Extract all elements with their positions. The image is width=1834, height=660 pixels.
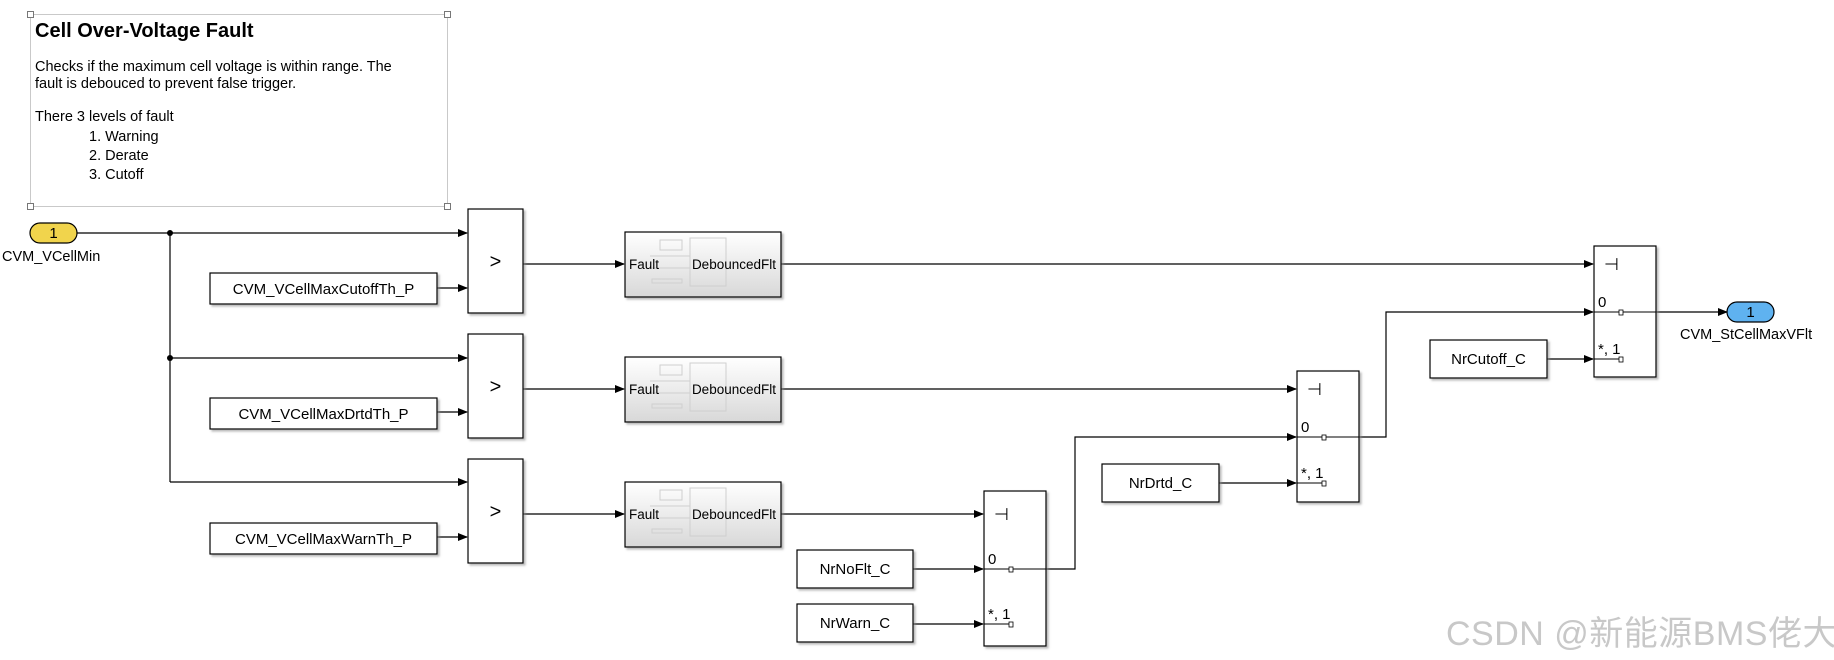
switch-control-glyph: ⊣ <box>994 505 1009 524</box>
watermark: CSDN @新能源BMS佬大 <box>1446 615 1834 653</box>
constant-nr-noflt-label: NrNoFlt_C <box>820 561 891 578</box>
annotation-description-line-2: fault is debouced to prevent false trigg… <box>35 76 297 92</box>
constant-nr-warn-label: NrWarn_C <box>820 615 890 632</box>
debounce-subsystem-derate[interactable]: Fault DebouncedFlt <box>624 356 782 423</box>
switch-true-port: *, 1 <box>1301 465 1324 482</box>
switch-control-glyph: ⊣ <box>1604 255 1619 274</box>
resize-handle-top-right[interactable] <box>444 11 451 18</box>
debounce-output-label: DebouncedFlt <box>692 507 776 522</box>
constant-cutoff-threshold[interactable]: CVM_VCellMaxCutoffTh_P <box>209 272 438 305</box>
debounce-subsystem-cutoff[interactable]: Fault DebouncedFlt <box>624 231 782 298</box>
subsystem-thumbnail-icon <box>650 237 727 287</box>
resize-handle-top-left[interactable] <box>27 11 34 18</box>
switch-warn[interactable]: ⊣ 0 *, 1 <box>983 490 1047 647</box>
switch-true-port: *, 1 <box>1598 341 1621 358</box>
relational-operator-derate[interactable]: > <box>467 333 524 439</box>
debounce-input-label: Fault <box>629 382 659 397</box>
annotation-description: Checks if the maximum cell voltage is wi… <box>35 59 445 93</box>
signal-sw-warn-to-sw-drtd <box>1046 433 1297 570</box>
constant-warn-threshold[interactable]: CVM_VCellMaxWarnTh_P <box>209 522 438 555</box>
inport-shape <box>29 222 78 244</box>
switch-derate[interactable]: ⊣ 0 *, 1 <box>1296 370 1360 503</box>
constant-nr-cutoff-label: NrCutoff_C <box>1451 351 1526 368</box>
switch-false-port: 0 <box>1301 419 1309 436</box>
relational-operator-symbol: > <box>490 501 502 523</box>
outport-number: 1 <box>1746 304 1754 321</box>
constant-nr-drtd[interactable]: NrDrtd_C <box>1101 463 1220 503</box>
debounce-output-label: DebouncedFlt <box>692 257 776 272</box>
relational-operator-symbol: > <box>490 251 502 273</box>
constant-nr-warn[interactable]: NrWarn_C <box>796 603 914 643</box>
inport-number: 1 <box>49 225 57 242</box>
level-item: 1. Warning <box>89 129 159 145</box>
level-item: 3. Cutoff <box>89 167 144 183</box>
inport-label: CVM_VCellMin <box>2 249 101 265</box>
constant-cutoff-threshold-label: CVM_VCellMaxCutoffTh_P <box>233 281 414 298</box>
outport-label: CVM_StCellMaxVFlt <box>1680 327 1813 343</box>
constant-nr-cutoff[interactable]: NrCutoff_C <box>1429 339 1548 379</box>
debounce-input-label: Fault <box>629 257 659 272</box>
annotation-description-line-1: Checks if the maximum cell voltage is wi… <box>35 59 392 75</box>
annotation-title: Cell Over-Voltage Fault <box>35 20 254 42</box>
constant-derate-threshold[interactable]: CVM_VCellMaxDrtdTh_P <box>209 397 438 430</box>
constant-nr-drtd-label: NrDrtd_C <box>1129 475 1193 492</box>
debounce-input-label: Fault <box>629 507 659 522</box>
constant-nr-noflt[interactable]: NrNoFlt_C <box>796 549 914 589</box>
relational-operator-warn[interactable]: > <box>467 458 524 564</box>
constant-warn-threshold-label: CVM_VCellMaxWarnTh_P <box>235 531 412 548</box>
constant-derate-threshold-label: CVM_VCellMaxDrtdTh_P <box>238 406 408 423</box>
branch-point-2 <box>167 355 173 361</box>
signal-lines <box>77 229 1728 628</box>
resize-handle-bottom-right[interactable] <box>444 203 451 210</box>
switch-false-port: 0 <box>988 551 996 568</box>
relational-operator-cutoff[interactable]: > <box>467 208 524 314</box>
subsystem-thumbnail-icon <box>650 487 727 537</box>
debounce-output-label: DebouncedFlt <box>692 382 776 397</box>
switch-cutoff[interactable]: ⊣ 0 *, 1 <box>1593 245 1657 378</box>
switch-false-port: 0 <box>1598 294 1606 311</box>
switch-true-port: *, 1 <box>988 606 1011 623</box>
annotation-levels-intro: There 3 levels of fault <box>35 109 174 125</box>
signal-sw-drtd-to-sw-cutoff <box>1359 308 1594 438</box>
debounce-subsystem-warn[interactable]: Fault DebouncedFlt <box>624 481 782 548</box>
relational-operator-symbol: > <box>490 376 502 398</box>
resize-handle-bottom-left[interactable] <box>27 203 34 210</box>
branch-point-1 <box>167 230 173 236</box>
switch-control-glyph: ⊣ <box>1307 380 1322 399</box>
outport-cvm-stcellmaxvflt[interactable]: 1 <box>1726 301 1775 323</box>
annotation-box[interactable]: Cell Over-Voltage Fault Checks if the ma… <box>27 11 451 210</box>
inport-cvm-vcellmin[interactable]: 1 <box>29 222 78 244</box>
level-item: 2. Derate <box>89 148 149 164</box>
subsystem-thumbnail-icon <box>650 362 727 412</box>
outport-shape <box>1726 301 1775 323</box>
annotation-levels-list: 1. Warning 2. Derate 3. Cutoff <box>89 128 445 185</box>
